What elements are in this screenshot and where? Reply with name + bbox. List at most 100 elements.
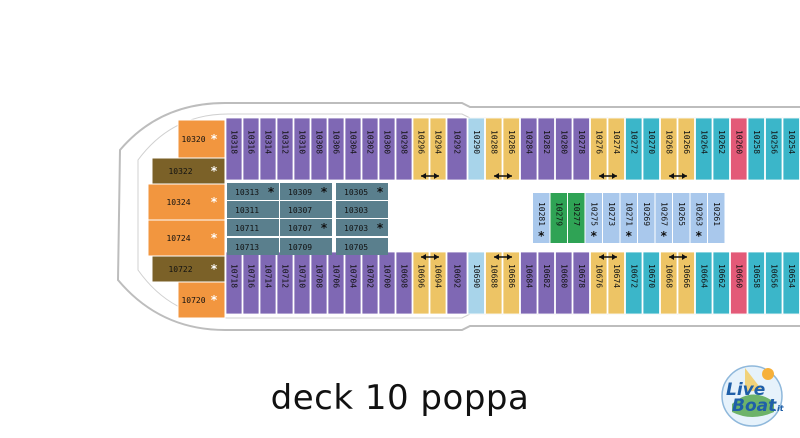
cabin-number: 10705 (344, 243, 368, 252)
cabin-block (412, 251, 430, 315)
suite-block (177, 119, 226, 159)
top-cabin: 10276 (590, 117, 608, 181)
cabin-number: 10714 (264, 264, 273, 288)
cabin-block (638, 193, 655, 243)
cabin-number: 10318 (230, 130, 239, 154)
cabin-number: 10274 (612, 130, 621, 154)
cabin-block (625, 117, 643, 181)
top-cabin: 10264 (695, 117, 713, 181)
cabin-number: 10288 (489, 130, 498, 154)
cabin-block (502, 251, 520, 315)
inner-cabin: 10713 (227, 238, 279, 255)
star-marker: * (211, 293, 218, 307)
star-marker: * (696, 229, 703, 243)
cabin-number: 10260 (734, 130, 743, 154)
cabin-number: 10270 (647, 130, 656, 154)
inner-cabin: 10273 (603, 193, 620, 243)
cabin-block (227, 238, 279, 255)
top-cabin: 10272 (625, 117, 643, 181)
inner-cabin: 10279 (550, 193, 567, 243)
cabin-block (336, 201, 388, 218)
cabin-block (673, 193, 690, 243)
cabin-block (747, 251, 765, 315)
top-cabin: 10274 (607, 117, 625, 181)
cabin-block (695, 117, 713, 181)
globe-icon (721, 365, 783, 427)
cabin-block (485, 251, 503, 315)
inner-cabin: 10705 (336, 238, 388, 255)
cabin-number: 10279 (554, 202, 563, 226)
cabin-number: 10300 (383, 130, 392, 154)
top-cabin: 10296 (412, 117, 430, 181)
cabin-number: 10268 (664, 130, 673, 154)
cabin-block (712, 251, 730, 315)
suite-number: 10724 (166, 234, 190, 243)
cabin-block (327, 117, 345, 181)
cabin-number: 10703 (344, 224, 368, 233)
inner-cabin: 10269 (638, 193, 655, 243)
cabin-number: 10688 (489, 264, 498, 288)
top-cabin: 10314 (259, 117, 277, 181)
bottom-cabin: 10714 (259, 251, 277, 315)
cabin-number: 10266 (682, 130, 691, 154)
star-marker: * (211, 164, 218, 178)
inner-cabin: 10703 * (336, 219, 388, 236)
cabin-number: 10674 (612, 264, 621, 288)
bottom-cabin: 10700 (378, 251, 396, 315)
cabin-number: 10672 (629, 264, 638, 288)
cabin-number: 10684 (524, 264, 533, 288)
star-marker: * (211, 195, 218, 209)
top-cabin: 10316 (242, 117, 260, 181)
cabin-number: 10278 (577, 130, 586, 154)
bottom-cabin: 10674 (607, 251, 625, 315)
star-marker: * (211, 231, 218, 245)
connecting-door-arrow-icon (421, 254, 439, 260)
cabin-number: 10292 (453, 130, 462, 154)
top-cabin: 10306 (327, 117, 345, 181)
cabin-number: 10280 (559, 130, 568, 154)
aft-suite: 10320* (177, 119, 226, 159)
cabin-number: 10711 (235, 224, 259, 233)
cabin-number: 10314 (264, 130, 273, 154)
cabin-block (227, 201, 279, 218)
cabin-number: 10272 (629, 130, 638, 154)
star-marker: * (377, 185, 384, 199)
aft-suite: 10720* (177, 281, 226, 319)
cabin-number: 10718 (230, 264, 239, 288)
cabin-block (537, 251, 555, 315)
cabin-number: 10696 (417, 264, 426, 288)
top-cabin: 10302 (361, 117, 379, 181)
logo-line-1: Live (726, 380, 766, 400)
top-cabin: 10280 (555, 117, 573, 181)
cabin-block (395, 251, 413, 315)
cabin-number: 10262 (717, 130, 726, 154)
suite-number: 10324 (166, 198, 190, 207)
top-cabin: 10254 (782, 117, 800, 181)
bottom-cabin: 10672 (625, 251, 643, 315)
cabin-block (276, 117, 294, 181)
cabin-number: 10692 (453, 264, 462, 288)
bottom-cabin: 10688 (485, 251, 503, 315)
star-marker: * (538, 229, 545, 243)
cabin-number: 10654 (787, 264, 796, 288)
liveboat-logo: Live Boat .it (712, 356, 792, 432)
top-cabin: 10268 (660, 117, 678, 181)
cabin-number: 10269 (642, 202, 651, 226)
suite-block (147, 219, 226, 257)
cabin-number: 10664 (699, 264, 708, 288)
cabin-block (712, 117, 730, 181)
cabin-number: 10265 (677, 202, 686, 226)
cabin-number: 10698 (400, 264, 409, 288)
cabin-number: 10660 (734, 264, 743, 288)
suite-block (177, 281, 226, 319)
cabin-block (590, 117, 608, 181)
cabin-block (550, 193, 567, 243)
inner-cabin: 10309* (280, 183, 332, 200)
cabin-number: 10712 (281, 264, 290, 288)
star-marker: * (377, 221, 384, 235)
star-marker: * (591, 229, 598, 243)
bottom-cabin: 10704 (344, 251, 362, 315)
cabin-number: 10682 (542, 264, 551, 288)
logo-suffix: .it (774, 404, 784, 413)
top-cabin: 10300 (378, 117, 396, 181)
